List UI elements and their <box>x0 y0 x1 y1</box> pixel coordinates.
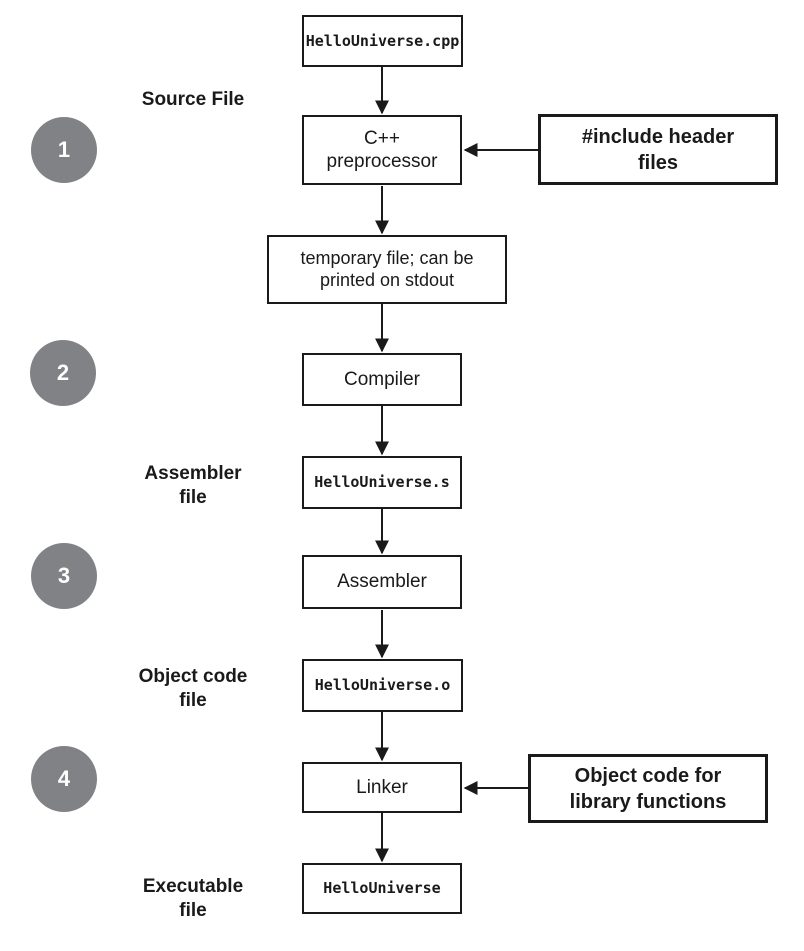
node-object-file: HelloUniverse.o <box>302 659 463 712</box>
node-executable: HelloUniverse <box>302 863 462 914</box>
side-label-assembler-file: Assembler file <box>144 463 242 508</box>
step-circle-4: 4 <box>31 746 97 812</box>
node-linker: Linker <box>302 762 462 813</box>
node-include-headers: #include header files <box>538 114 778 185</box>
step-circle-1: 1 <box>31 117 97 183</box>
node-compiler: Compiler <box>302 353 462 406</box>
side-label-executable-file: Executable file <box>142 876 244 921</box>
step-circle-2: 2 <box>30 340 96 406</box>
node-temp-file: temporary file; can be printed on stdout <box>267 235 507 304</box>
node-assembly-file: HelloUniverse.s <box>302 456 462 509</box>
node-assembler: Assembler <box>302 555 462 609</box>
node-library-object-code: Object code for library functions <box>528 754 768 823</box>
node-source-file: HelloUniverse.cpp <box>302 15 463 67</box>
side-label-source-file: Source File <box>141 89 245 110</box>
step-circle-3: 3 <box>31 543 97 609</box>
node-preprocessor: C++ preprocessor <box>302 115 462 185</box>
side-label-object-code-file: Object code file <box>138 666 248 711</box>
